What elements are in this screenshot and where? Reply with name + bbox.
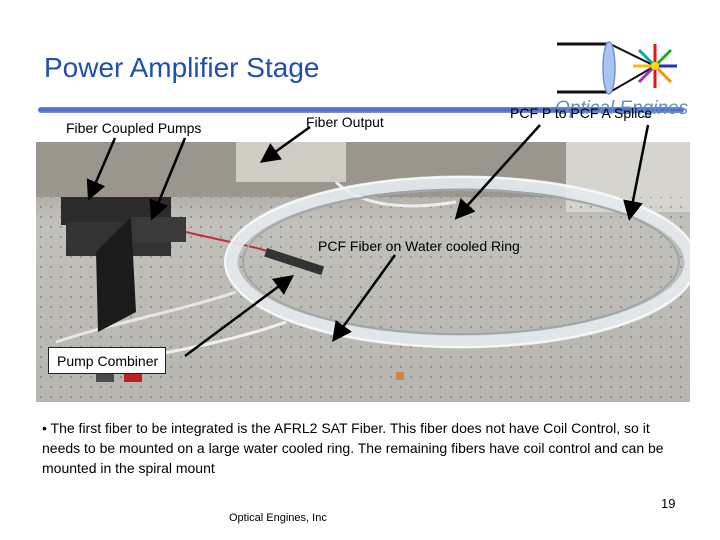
arrow-to-splice-2: [623, 124, 650, 221]
label-fiber-coupled-pumps: Fiber Coupled Pumps: [66, 120, 202, 136]
arrow-to-combiner: [184, 275, 295, 358]
slide-title: Power Amplifier Stage: [44, 52, 320, 83]
arrow-to-fiber-output: [259, 125, 311, 163]
brand-text: Optical Engines: [555, 98, 689, 119]
footer-text: Optical Engines, Inc: [229, 512, 327, 524]
label-pump-combiner: Pump Combiner: [48, 347, 167, 374]
arrow-to-ring: [332, 254, 397, 343]
page-number: 19: [661, 496, 676, 511]
label-fiber-output: Fiber Output: [306, 114, 384, 130]
arrow-to-pump-1: [86, 137, 117, 201]
label-splice: PCF P to PCF A Splice: [510, 105, 653, 121]
label-ring: PCF Fiber on Water cooled Ring: [318, 238, 520, 254]
bullet-text: • The first fiber to be integrated is th…: [42, 420, 664, 476]
lens-logo-icon: [557, 41, 677, 95]
arrow-to-splice: [454, 124, 541, 220]
title-underline: [38, 107, 684, 113]
arrow-to-pump-2: [149, 137, 187, 221]
starburst-logo-icon: [633, 44, 677, 88]
